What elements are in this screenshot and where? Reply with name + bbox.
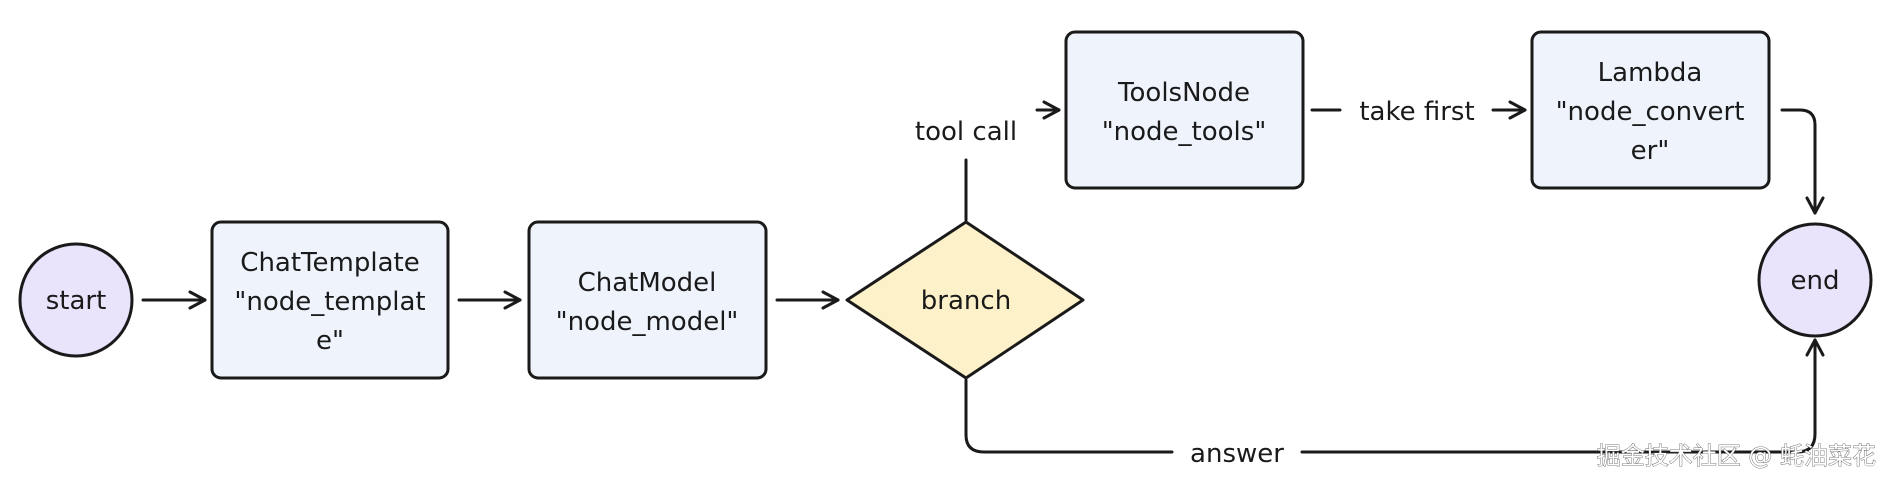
converter-box: [1530, 30, 1771, 190]
branch-diamond: [845, 220, 1085, 380]
converter-line2: "node_convert: [1556, 97, 1745, 127]
tools-line1: ToolsNode: [1117, 78, 1250, 108]
end-circle: [1757, 222, 1873, 338]
end-label: end: [1791, 266, 1840, 296]
edge-branch-answer-left: [964, 378, 1174, 454]
start-label: start: [46, 286, 107, 316]
tools-line2: "node_tools": [1102, 117, 1267, 147]
chat-model-line1: ChatModel: [578, 268, 717, 298]
edge-converter-end: [1780, 108, 1825, 215]
node-start: start: [18, 242, 134, 358]
edge-label-answer: answer: [1190, 439, 1284, 469]
node-branch: branch: [845, 220, 1085, 380]
converter-line3: er": [1631, 136, 1670, 166]
node-tools: ToolsNode "node_tools": [1064, 30, 1305, 190]
edge-label-take-first: take first: [1359, 97, 1474, 127]
edge-answer-end: [1300, 338, 1825, 454]
converter-line1: Lambda: [1598, 58, 1703, 88]
branch-label: branch: [921, 286, 1011, 316]
node-end: end: [1757, 222, 1873, 338]
chat-template-line2: "node_templat: [234, 287, 425, 317]
chat-model-box: [527, 220, 768, 380]
chat-model-line2: "node_model": [556, 307, 739, 337]
chat-template-line3: e": [316, 326, 344, 356]
chat-template-box: [210, 220, 450, 380]
node-chat-model: ChatModel "node_model": [527, 220, 768, 380]
edge-label-tool-call: tool call: [915, 117, 1017, 147]
node-converter: Lambda "node_convert er": [1530, 30, 1771, 190]
watermark-text: 掘金技术社区 @ 蚝油菜花: [1597, 442, 1876, 470]
node-chat-template: ChatTemplate "node_templat e": [210, 220, 450, 380]
chat-template-line1: ChatTemplate: [240, 248, 419, 278]
start-circle: [18, 242, 134, 358]
tools-box: [1064, 30, 1305, 190]
